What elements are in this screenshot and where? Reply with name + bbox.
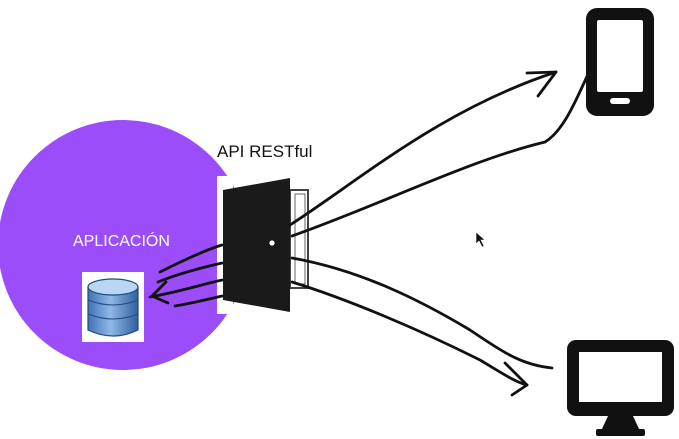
arrow-door-to-db-4: [173, 294, 224, 308]
arrow-door-to-phone-upper: [288, 70, 558, 227]
arrow-desktop-head: [503, 361, 529, 397]
arrow-door-to-desktop-lower: [290, 280, 529, 387]
mouse-pointer-icon: [475, 231, 486, 248]
database-cylinder-icon: [82, 272, 144, 342]
application-label: APLICACIÓN: [73, 233, 170, 250]
arrow-door-to-phone-lower: [290, 68, 592, 238]
arrow-door-to-db-1: [158, 243, 224, 274]
smartphone-icon: [586, 8, 654, 116]
api-label: API RESTful: [217, 142, 313, 161]
door-icon: [223, 178, 309, 312]
arrow-db-head: [150, 280, 170, 305]
arrow-phone-head: [525, 70, 558, 98]
application-circle: [0, 120, 248, 370]
arrow-door-to-desktop-upper: [290, 256, 554, 370]
connection-arrows: [148, 68, 592, 397]
arrow-door-to-db-3: [148, 278, 224, 299]
desktop-monitor-icon: [567, 340, 674, 436]
arrow-door-to-db-2: [156, 261, 224, 284]
